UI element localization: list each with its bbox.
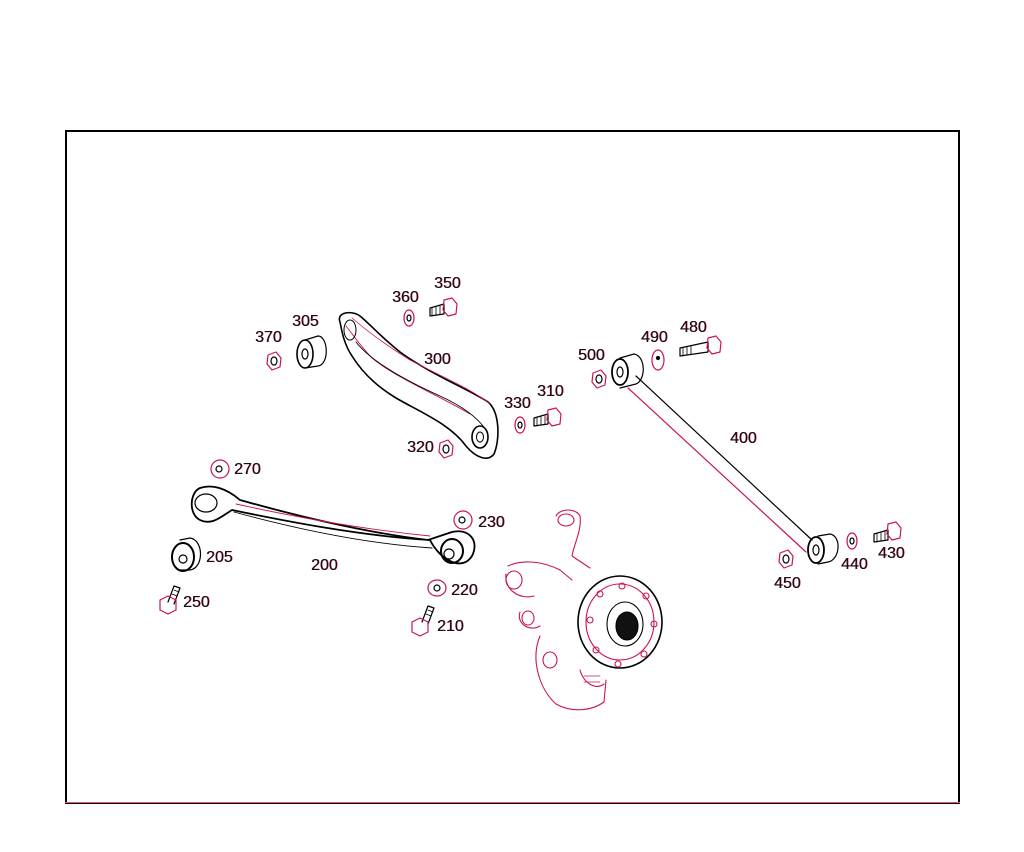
callout-480[interactable]: 480 bbox=[680, 319, 707, 336]
nut-450[interactable] bbox=[778, 549, 794, 569]
callout-430[interactable]: 430 bbox=[878, 545, 905, 562]
callout-220[interactable]: 220 bbox=[451, 582, 478, 599]
bushing-305[interactable] bbox=[296, 335, 327, 369]
callout-330[interactable]: 330 bbox=[504, 395, 531, 412]
bolt-350[interactable] bbox=[429, 297, 458, 317]
washer-360[interactable] bbox=[403, 309, 415, 327]
callout-350[interactable]: 350 bbox=[434, 275, 461, 292]
control-arm-300[interactable] bbox=[338, 311, 499, 459]
washer-440[interactable] bbox=[846, 532, 858, 550]
callout-360[interactable]: 360 bbox=[392, 289, 419, 306]
washer-230[interactable] bbox=[453, 510, 473, 530]
callout-200[interactable]: 200 bbox=[311, 557, 338, 574]
bolt-430[interactable] bbox=[873, 521, 902, 543]
tie-rod-400[interactable] bbox=[611, 353, 839, 565]
wheel-carrier-hub[interactable] bbox=[505, 509, 663, 711]
bolt-250[interactable] bbox=[159, 585, 181, 615]
callout-300[interactable]: 300 bbox=[424, 351, 451, 368]
callout-370[interactable]: 370 bbox=[255, 329, 282, 346]
nut-500[interactable] bbox=[591, 369, 607, 389]
bolt-480[interactable] bbox=[679, 335, 722, 357]
callout-310[interactable]: 310 bbox=[537, 383, 564, 400]
callout-400[interactable]: 400 bbox=[730, 430, 757, 447]
bushing-205[interactable] bbox=[171, 537, 202, 572]
callout-320[interactable]: 320 bbox=[407, 439, 434, 456]
callout-210[interactable]: 210 bbox=[437, 618, 464, 635]
washer-490[interactable] bbox=[651, 349, 665, 371]
callout-305[interactable]: 305 bbox=[292, 313, 319, 330]
callout-500[interactable]: 500 bbox=[578, 347, 605, 364]
nut-370[interactable] bbox=[266, 351, 282, 371]
bolt-310[interactable] bbox=[533, 407, 562, 427]
bolt-210[interactable] bbox=[411, 605, 435, 637]
callout-490[interactable]: 490 bbox=[641, 329, 668, 346]
callout-450[interactable]: 450 bbox=[774, 575, 801, 592]
washer-330[interactable] bbox=[514, 416, 526, 434]
diagram-frame bbox=[65, 130, 960, 804]
callout-270[interactable]: 270 bbox=[234, 461, 261, 478]
callout-250[interactable]: 250 bbox=[183, 594, 210, 611]
callout-205[interactable]: 205 bbox=[206, 549, 233, 566]
frame-bottom-accent-line bbox=[65, 802, 960, 803]
callout-230[interactable]: 230 bbox=[478, 514, 505, 531]
nut-320[interactable] bbox=[438, 439, 454, 459]
washer-270[interactable] bbox=[210, 459, 230, 479]
callout-440[interactable]: 440 bbox=[841, 556, 868, 573]
control-arm-200[interactable] bbox=[190, 485, 476, 565]
washer-220[interactable] bbox=[427, 579, 447, 597]
